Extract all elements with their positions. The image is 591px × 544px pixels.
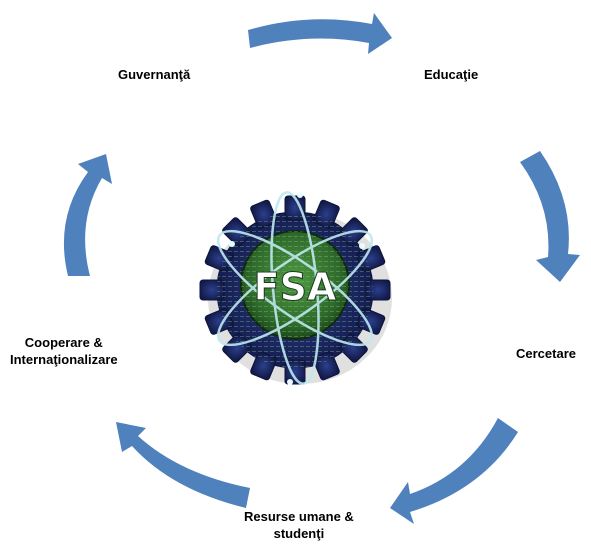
- node-label-line: Internaţionalizare: [10, 352, 118, 367]
- arrow-cooperare-guvernanta: [63, 154, 112, 276]
- node-label-guvernanta: Guvernanţă: [118, 66, 190, 83]
- node-label-line: Resurse umane &: [244, 509, 354, 524]
- node-label-cooperare: Cooperare & Internaţionalizare: [10, 334, 118, 368]
- node-label-resurse: Resurse umane & studenţi: [244, 508, 354, 542]
- arrow-guvernanta-educatie: [248, 13, 392, 54]
- arrow-resurse-cooperare: [116, 422, 250, 508]
- node-label-educatie: Educaţie: [424, 66, 478, 83]
- arrow-educatie-cercetare: [520, 151, 580, 282]
- gear-atom-logo: FSA: [199, 191, 392, 385]
- node-label-line: Cercetare: [516, 346, 576, 361]
- node-label-line: Cooperare &: [24, 335, 103, 350]
- arrow-cercetare-resurse: [390, 418, 518, 524]
- node-label-line: Guvernanţă: [118, 67, 191, 82]
- node-label-line: studenţi: [273, 526, 325, 541]
- logo-text: FSA: [254, 265, 337, 309]
- node-label-line: Educaţie: [424, 67, 479, 82]
- node-label-cercetare: Cercetare: [516, 345, 576, 362]
